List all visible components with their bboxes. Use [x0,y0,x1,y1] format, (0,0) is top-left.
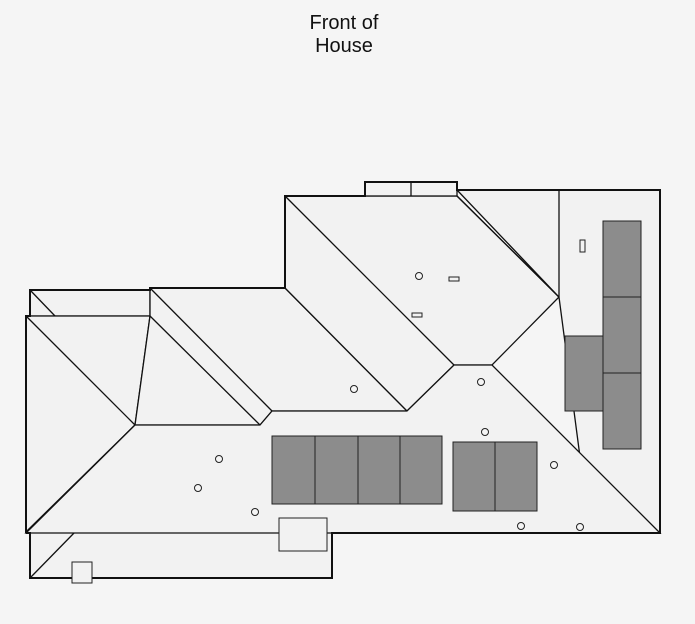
roof-vent [350,385,358,393]
solar-panel [602,296,642,374]
solar-panel [602,220,642,298]
roof-vent [481,428,489,436]
solar-panel [452,441,496,512]
skylight [278,517,328,552]
solar-panel [564,335,604,412]
roof-vent [251,508,259,516]
left-wing-hip-upper [25,315,136,426]
annex-hip-line [29,531,76,579]
roof-vent [194,484,202,492]
roof-vent [415,272,423,280]
solar-panel [494,441,538,512]
solar-panel [357,435,401,505]
left-wing-valley-line [29,289,56,317]
roof-vent [215,455,223,463]
solar-panel [602,372,642,450]
upper-wing-ridge [456,195,560,298]
left-wing-back [29,289,151,317]
middle-wing-valley [149,287,273,412]
roof-vent-rect [411,312,423,318]
middle-wing-ridge [149,315,261,426]
skylight [71,561,93,584]
roof-vent [477,378,485,386]
title-line-2: House [315,35,373,57]
roof-vent-rect [579,239,586,253]
roof-vent [576,523,584,531]
page-title: Front of House [0,12,688,58]
solar-panel [314,435,359,505]
title-line-1: Front of [309,12,379,34]
building-outline [25,181,661,579]
roof-vent-rect [448,276,460,282]
upper-wing-hip [284,195,455,366]
roof-vent [550,461,558,469]
solar-panel [271,435,316,505]
roof-vent [517,522,525,530]
solar-panel [399,435,443,505]
